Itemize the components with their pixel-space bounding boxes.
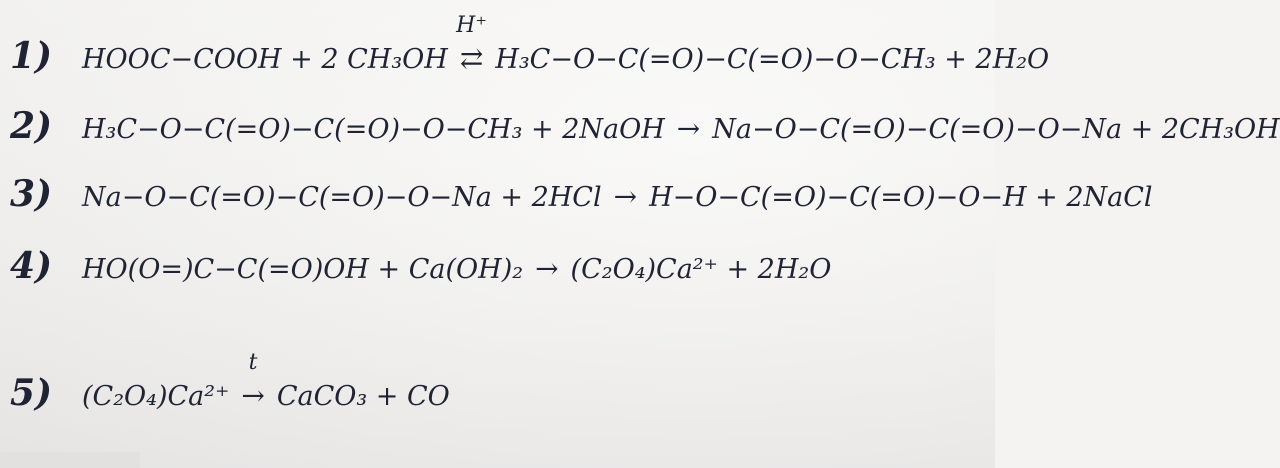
reactants: HOOC−COOH + 2 CH₃OH (82, 44, 448, 75)
reactants: HO(O=)C−C(=O)OH + Ca(OH)₂ (82, 254, 524, 285)
arrow-symbol: → (535, 252, 559, 285)
products: (C₂O₄)Ca²⁺ + 2H₂O (570, 254, 832, 285)
reaction-arrow: → (677, 115, 700, 143)
corner-strip (0, 452, 140, 468)
reaction-condition: t (248, 350, 258, 375)
equation-5: 5) (C₂O₄)Ca²⁺ t → CaCO₃ + CO (0, 352, 450, 414)
equation-number: 4) (10, 245, 53, 287)
equation-1: 1) HOOC−COOH + 2 CH₃OH H⁺ ⇄ H₃C−O−C(=O)−… (0, 15, 1050, 77)
reactants: Na−O−C(=O)−C(=O)−O−Na + 2HCl (82, 182, 602, 213)
reactants: H₃C−O−C(=O)−C(=O)−O−CH₃ + 2NaOH (82, 114, 665, 145)
reaction-condition: H⁺ (456, 13, 487, 38)
equation-number: 2) (10, 105, 53, 147)
reaction-arrow: → (614, 183, 637, 211)
products: H₃C−O−C(=O)−C(=O)−O−CH₃ + 2H₂O (495, 44, 1050, 75)
reactants: (C₂O₄)Ca²⁺ (82, 381, 230, 412)
equation-2: 2) H₃C−O−C(=O)−C(=O)−O−CH₃ + 2NaOH → Na−… (0, 108, 1280, 144)
equation-number: 5) (10, 372, 53, 414)
reaction-arrow: → (535, 255, 558, 283)
arrow-symbol: → (241, 379, 265, 412)
equation-number: 3) (10, 173, 53, 215)
equation-3: 3) Na−O−C(=O)−C(=O)−O−Na + 2HCl → H−O−C(… (0, 176, 1153, 212)
reaction-arrow: t → (241, 352, 265, 412)
products: H−O−C(=O)−C(=O)−O−H + 2NaCl (649, 182, 1153, 213)
equation-number: 1) (10, 35, 53, 77)
products: Na−O−C(=O)−C(=O)−O−Na + 2CH₃OH (712, 114, 1280, 145)
equation-4: 4) HO(O=)C−C(=O)OH + Ca(OH)₂ → (C₂O₄)Ca²… (0, 248, 831, 284)
arrow-symbol: → (613, 180, 638, 213)
reaction-arrow: H⁺ ⇄ (456, 15, 487, 75)
arrow-symbol: → (676, 112, 701, 145)
products: CaCO₃ + CO (276, 381, 450, 412)
arrow-symbol: ⇄ (459, 42, 484, 75)
